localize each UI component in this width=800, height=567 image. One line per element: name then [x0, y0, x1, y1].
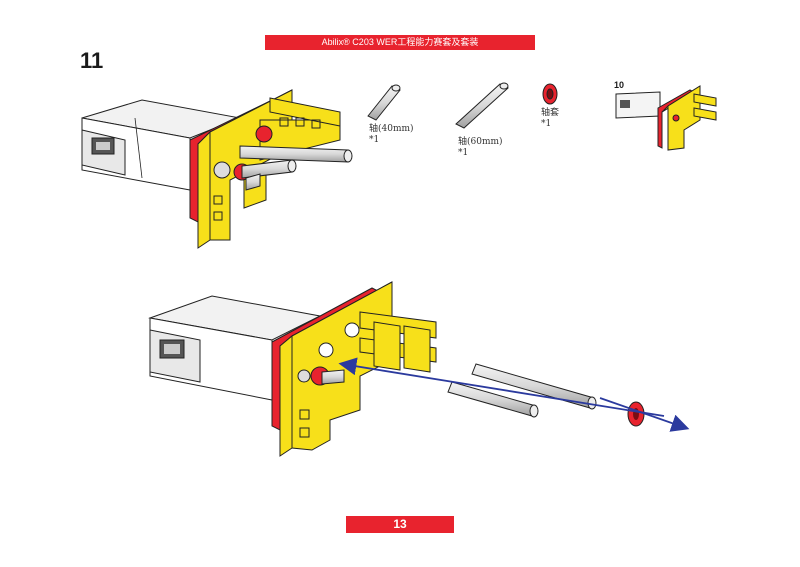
gear-bottom — [297, 369, 311, 383]
shaft-stub-bottom — [321, 369, 345, 385]
servo-motor-bottom — [148, 295, 322, 401]
insert-arrow-right — [599, 397, 690, 432]
hole-upper — [344, 322, 360, 338]
bushing-top-b — [255, 125, 273, 143]
bottom-assembly — [148, 281, 690, 457]
reference-step-thumbnail — [615, 85, 717, 151]
hole-middle — [318, 342, 334, 358]
part-shaft-60mm — [455, 82, 509, 129]
part-bushing — [542, 83, 558, 105]
gear-top — [213, 161, 231, 179]
page-number: 13 — [346, 516, 454, 533]
part-name: 轴套 — [541, 108, 560, 118]
bushing-loose — [627, 401, 645, 427]
shafts-top — [239, 145, 353, 191]
part-name: 轴(40mm) — [369, 124, 414, 134]
insert-arrow-left — [338, 357, 665, 417]
yellow-beam-bottom — [279, 281, 437, 457]
top-assembly — [81, 89, 353, 249]
part-label-shaft-60mm: 轴(60mm) *1 — [458, 137, 503, 159]
part-name: 轴(60mm) — [458, 137, 503, 147]
part-label-shaft-40mm: 轴(40mm) *1 — [369, 124, 414, 146]
part-qty: *1 — [541, 119, 552, 129]
part-label-bushing: 轴套 *1 — [541, 108, 559, 130]
header-banner: Abilix® C203 WER工程能力赛套及套装 — [265, 35, 535, 50]
reference-step-number: 10 — [614, 80, 625, 90]
shaft-60mm-loose — [471, 363, 597, 410]
part-qty: *1 — [369, 135, 380, 145]
part-shaft-40mm — [367, 84, 401, 121]
shaft-40mm-loose — [447, 381, 539, 418]
part-qty: *1 — [458, 148, 469, 158]
step-number: 11 — [80, 48, 104, 73]
